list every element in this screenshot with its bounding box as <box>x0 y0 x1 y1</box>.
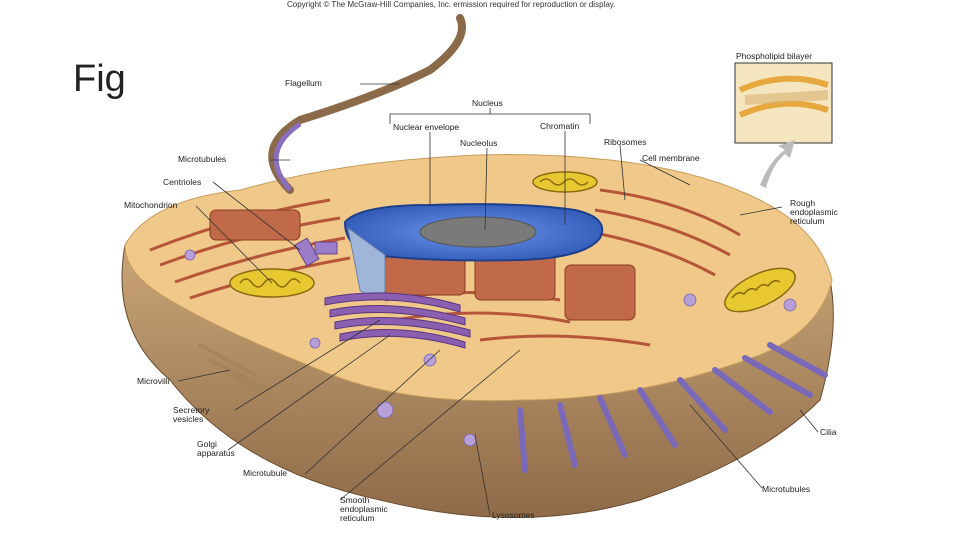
label-mitochondrion: Mitochondrion <box>124 200 178 210</box>
label-microvilli: Microvilli <box>137 376 170 386</box>
label-smooth-er-3: reticulum <box>340 513 374 523</box>
label-lysosomes: Lysosomes <box>492 510 535 520</box>
microvilli <box>198 343 302 414</box>
label-golgi-1: Golgi <box>197 439 217 449</box>
copyright-notice: Copyright © The McGraw-Hill Companies, I… <box>287 0 616 9</box>
label-microtubules-bottom: Microtubules <box>762 484 810 494</box>
rough-er-stacks <box>209 209 636 321</box>
label-rough-er-3: reticulum <box>790 216 824 226</box>
leader-lines <box>177 83 819 516</box>
cilia <box>517 342 828 473</box>
label-nucleus: Nucleus <box>472 98 503 108</box>
golgi-apparatus <box>324 292 471 349</box>
label-smooth-er-2: endoplasmic <box>340 504 388 514</box>
label-cell-membrane: Cell membrane <box>642 153 700 163</box>
vesicles <box>184 249 797 447</box>
label-golgi-2: apparatus <box>197 448 235 458</box>
label-ribosomes: Ribosomes <box>604 137 647 147</box>
label-secretory-vesicles-1: Secretory <box>173 405 210 415</box>
label-smooth-er-1: Smooth <box>340 495 370 505</box>
label-rough-er-1: Rough <box>790 198 815 208</box>
phospholipid-inset <box>734 62 833 144</box>
nucleolus <box>419 216 537 248</box>
label-rough-er-2: endoplasmic <box>790 207 838 217</box>
label-secretory-vesicles-2: vesicles <box>173 414 203 424</box>
label-phospholipid-bilayer: Phospholipid bilayer <box>736 51 812 61</box>
label-flagellum: Flagellum <box>285 78 322 88</box>
slide-title: Fig <box>73 58 126 100</box>
label-microtubules-top: Microtubules <box>178 154 226 164</box>
label-centrioles: Centrioles <box>163 177 201 187</box>
label-cilia: Cilia <box>820 427 837 437</box>
label-nucleolus: Nucleolus <box>460 138 497 148</box>
label-chromatin: Chromatin <box>540 121 579 131</box>
label-nuclear-envelope: Nuclear envelope <box>393 122 459 132</box>
inset-arrow <box>760 140 795 188</box>
flagellum <box>268 14 466 194</box>
centrioles <box>294 237 338 267</box>
label-microtubule: Microtubule <box>243 468 287 478</box>
nucleus-bracket <box>389 108 591 124</box>
